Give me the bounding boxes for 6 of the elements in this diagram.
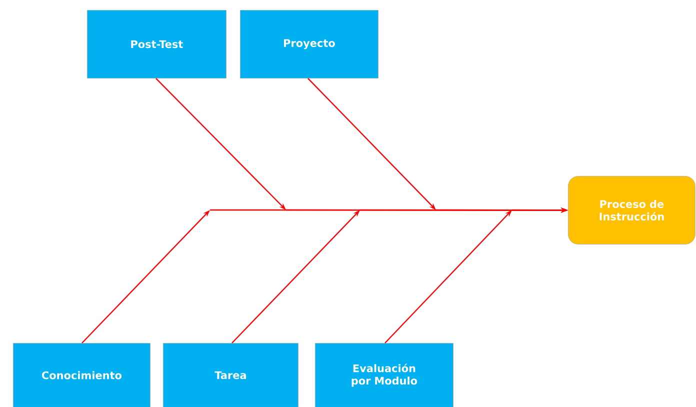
cause-box: Post-Test <box>87 10 226 78</box>
effect-box: Proceso de Instrucción <box>568 176 696 244</box>
cause-box: Proyecto <box>240 10 378 78</box>
cause-box: Conocimiento <box>13 343 150 407</box>
cause-box: Evaluación por Modulo <box>315 343 454 407</box>
cause-box: Tarea <box>163 343 298 407</box>
